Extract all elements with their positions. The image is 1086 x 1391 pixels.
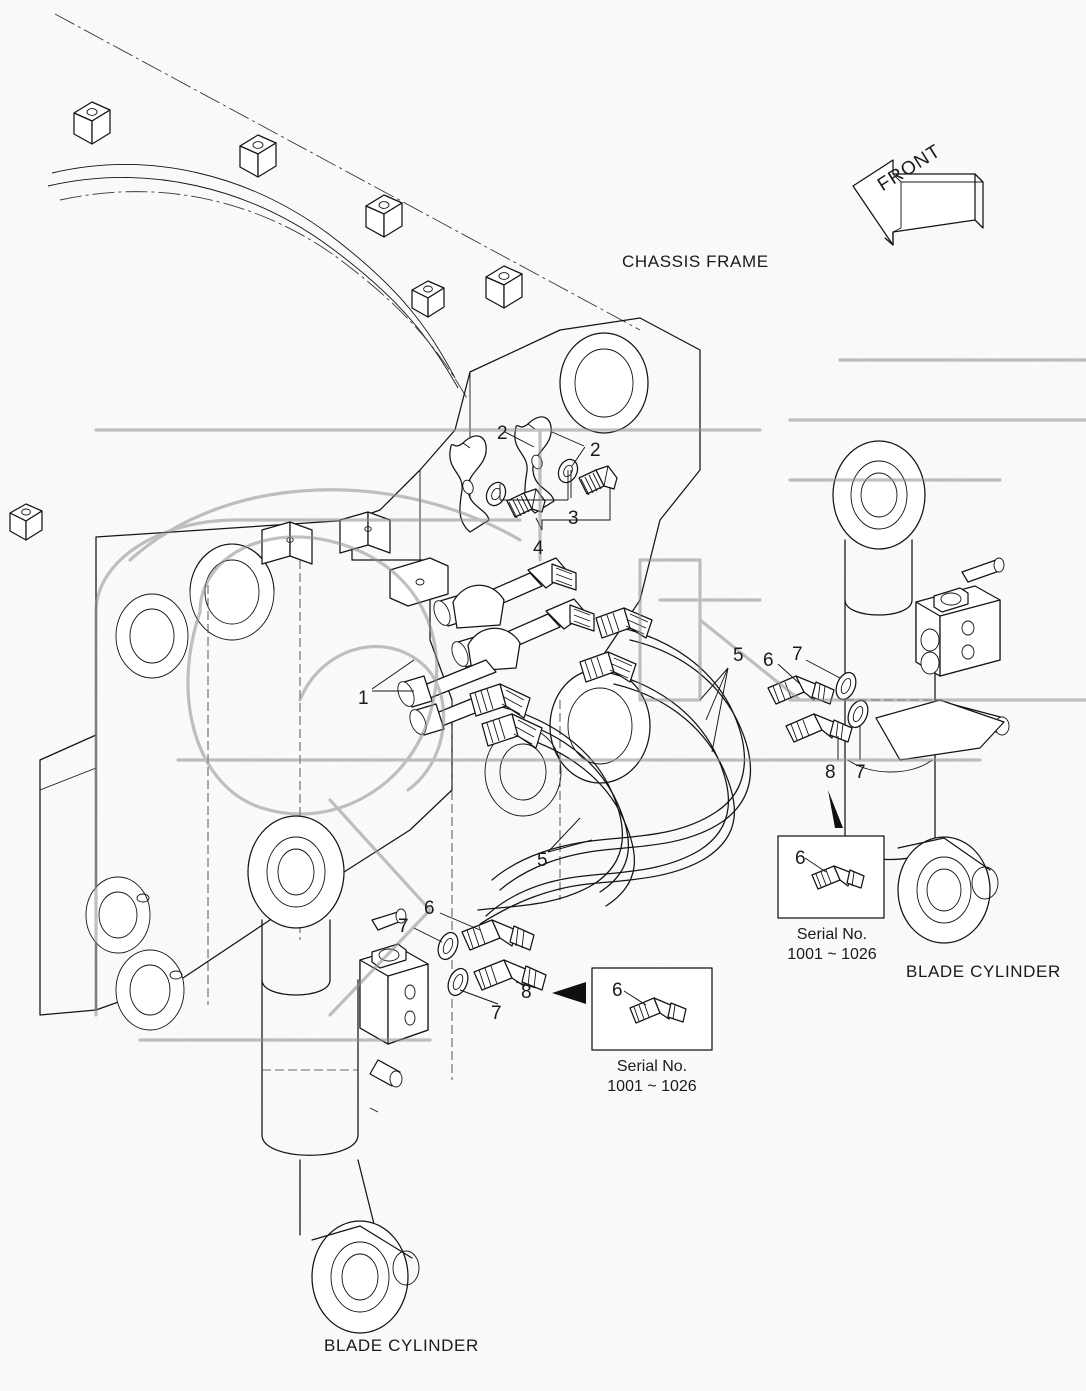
frame-brackets bbox=[261, 511, 449, 607]
frame-bores-right bbox=[484, 332, 651, 817]
blade-cylinder-bottom-label: BLADE CYLINDER bbox=[324, 1336, 479, 1355]
callout-7c: 7 bbox=[398, 916, 409, 937]
callout-3: 3 bbox=[568, 508, 579, 529]
serial-caption-bottom-line2: 1001 ~ 1026 bbox=[607, 1077, 697, 1095]
hydraulic-hoses bbox=[469, 607, 752, 925]
weld-nut-cubes bbox=[9, 101, 523, 541]
detail-box-right bbox=[777, 835, 885, 919]
blade-cylinder-bottom bbox=[247, 815, 429, 1334]
serial-caption-bottom-line1: Serial No. bbox=[616, 1058, 688, 1075]
bolt-upper bbox=[578, 465, 618, 496]
frame-bores bbox=[85, 543, 275, 1031]
chassis-frame-body bbox=[39, 317, 701, 1080]
callout-6b: 6 bbox=[424, 898, 435, 919]
callout-1: 1 bbox=[358, 688, 369, 709]
serial-caption-bottom: Serial No. 1001 ~ 1026 bbox=[592, 1057, 712, 1096]
callout-8b: 8 bbox=[521, 982, 532, 1003]
serial-caption-right-line2: 1001 ~ 1026 bbox=[787, 945, 877, 963]
detail-box-bottom bbox=[591, 967, 713, 1051]
callout-6-detail-bottom: 6 bbox=[612, 980, 623, 1001]
callout-2b: 2 bbox=[590, 440, 601, 461]
chassis-frame-top-plate bbox=[47, 13, 641, 401]
hose-ferrule-group bbox=[469, 607, 653, 749]
serial-caption-right: Serial No. 1001 ~ 1026 bbox=[778, 925, 886, 964]
callout-5b: 5 bbox=[537, 850, 548, 871]
callout-8a: 8 bbox=[825, 762, 836, 783]
serial-caption-right-line1: Serial No. bbox=[796, 926, 868, 943]
valve-block-right bbox=[915, 585, 1001, 677]
callout-6-detail-right: 6 bbox=[795, 848, 806, 869]
fitting-group-left bbox=[413, 912, 586, 1005]
blade-cylinder-right-label: BLADE CYLINDER bbox=[906, 962, 1061, 981]
valve-block-left bbox=[359, 943, 429, 1045]
blade-cylinder-right bbox=[832, 440, 1010, 944]
bolt-lower bbox=[506, 488, 546, 519]
callout-7d: 7 bbox=[491, 1003, 502, 1024]
front-arrow bbox=[852, 159, 984, 246]
callout-5a: 5 bbox=[733, 645, 744, 666]
callout-6a: 6 bbox=[763, 650, 774, 671]
callout-7a: 7 bbox=[792, 644, 803, 665]
callout-4: 4 bbox=[533, 538, 544, 559]
chassis-frame-label: CHASSIS FRAME bbox=[622, 252, 769, 271]
callout-7b: 7 bbox=[855, 762, 866, 783]
hose-clamp-assembly bbox=[449, 416, 618, 533]
callout-2a: 2 bbox=[497, 423, 508, 444]
